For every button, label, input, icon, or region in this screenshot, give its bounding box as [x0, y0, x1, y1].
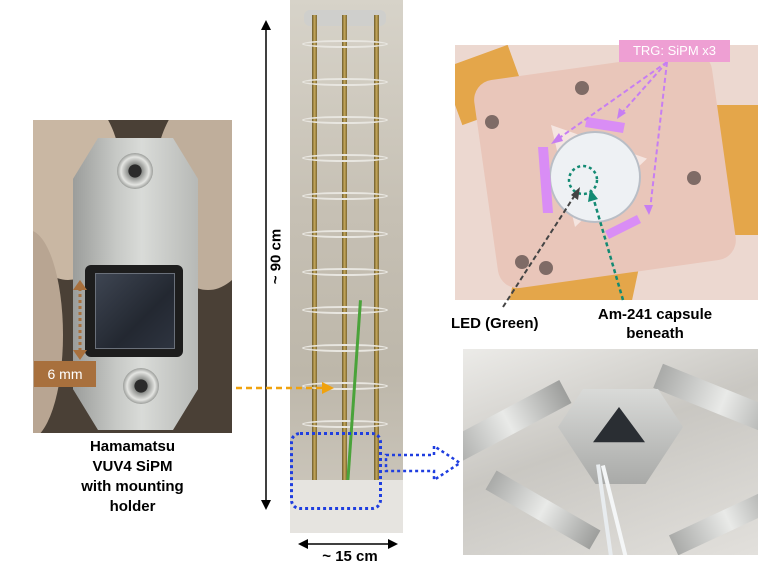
- support-rod: [374, 15, 379, 505]
- trigger-sipm: [605, 215, 641, 239]
- led-label: LED (Green): [451, 315, 539, 332]
- source-label-line: beneath: [626, 325, 684, 342]
- sipm-sensor: [95, 273, 175, 349]
- field-ring: [302, 268, 388, 276]
- support-rod: [312, 15, 317, 505]
- width-dimension-arrow: [298, 539, 398, 549]
- dimension-label: 6 mm: [34, 361, 96, 387]
- base-plate: [290, 480, 403, 533]
- screw-hole: [123, 368, 159, 404]
- field-ring: [302, 382, 388, 390]
- field-ring: [302, 40, 388, 48]
- support-rod: [342, 15, 347, 505]
- zoom-arrow: [384, 443, 462, 483]
- field-ring: [302, 78, 388, 86]
- cad-annotations: [502, 61, 668, 308]
- field-ring: [302, 306, 388, 314]
- dimension-arrow: [73, 280, 87, 360]
- cad-hole: [485, 115, 499, 129]
- source-label: Am-241 capsule beneath: [580, 305, 730, 343]
- source-marker: [567, 164, 599, 196]
- field-ring: [302, 154, 388, 162]
- field-ring: [302, 420, 388, 428]
- field-cage-photo: [290, 0, 403, 533]
- cad-hole: [575, 81, 589, 95]
- trigger-label: TRG: SiPM x3: [619, 40, 730, 62]
- caption-line: VUV4 SiPM: [92, 458, 173, 475]
- cad-hole: [539, 261, 553, 275]
- screw-hole: [117, 153, 153, 189]
- pointer-arrow: [236, 382, 334, 394]
- field-ring: [302, 192, 388, 200]
- field-ring: [302, 116, 388, 124]
- trigger-sipm: [538, 147, 553, 213]
- source-holder-photo: [463, 349, 758, 555]
- trigger-sipm: [585, 117, 625, 133]
- cad-hole: [515, 255, 529, 269]
- height-dimension-arrow: [261, 20, 271, 510]
- sipm-caption: Hamamatsu VUV4 SiPM with mounting holder: [20, 437, 245, 517]
- caption-line: holder: [109, 498, 156, 515]
- caption-line: Hamamatsu: [89, 438, 176, 455]
- source-label-line: Am-241 capsule: [597, 306, 713, 323]
- field-ring: [302, 344, 388, 352]
- width-label: ~ 15 cm: [322, 548, 378, 565]
- field-ring: [302, 230, 388, 238]
- zoom-region-box: [290, 432, 382, 510]
- cad-hole: [687, 171, 701, 185]
- caption-line: with mounting: [81, 478, 184, 495]
- height-label: ~ 90 cm: [267, 228, 285, 285]
